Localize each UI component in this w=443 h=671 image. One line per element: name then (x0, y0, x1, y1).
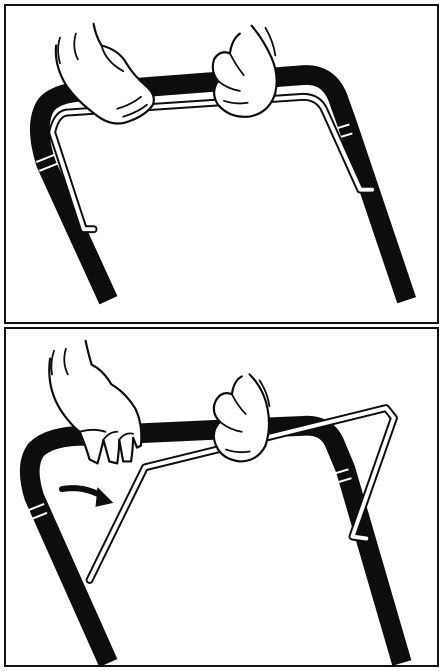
right-hand-icon (48, 339, 143, 465)
left-handle-band (35, 153, 57, 163)
left-hand-icon (212, 373, 271, 463)
control-bail-inner (50, 94, 375, 232)
right-hand-icon (54, 22, 155, 125)
left-handle-band-2 (26, 511, 48, 522)
left-hand-icon (211, 24, 278, 118)
right-handle-band (328, 468, 349, 477)
control-bail-inner (87, 406, 396, 582)
mower-handle-illustration-bottom (19, 339, 412, 665)
left-handle-band-2 (38, 162, 60, 172)
handle-frame (19, 415, 412, 665)
panel-bail-engaged (4, 327, 439, 667)
panel-bail-released (4, 4, 439, 324)
left-handle-band (23, 503, 45, 513)
right-handle-band-2 (331, 477, 352, 486)
curved-arrow-icon (58, 485, 114, 507)
mower-handle-illustration-top (29, 22, 417, 305)
